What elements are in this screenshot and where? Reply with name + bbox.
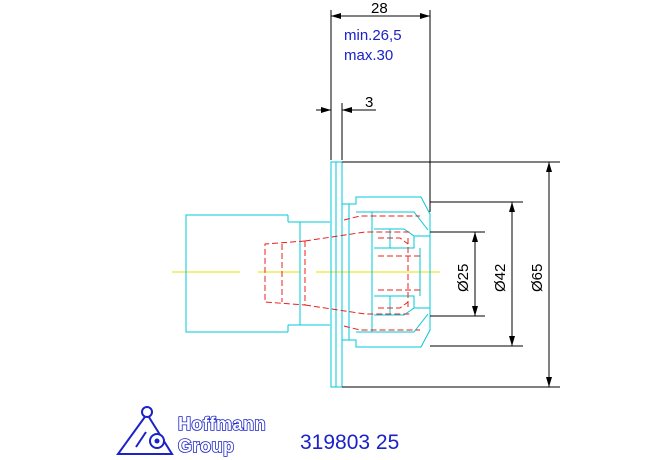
dimension-length-min: min.26,5 — [344, 27, 402, 44]
hidden-lines — [264, 215, 420, 331]
dimension-length-max: max.30 — [344, 47, 393, 64]
dimension-length-total: 28 — [371, 0, 388, 17]
dimension-arrows — [321, 13, 552, 387]
dimension-diameter-outer: Ø65 — [529, 264, 546, 292]
part-outline — [185, 161, 431, 388]
dimension-diameter-inner: Ø25 — [455, 264, 472, 292]
dimension-diameter-mid: Ø42 — [492, 264, 509, 292]
dimension-flange-offset: 3 — [365, 94, 373, 111]
logo-line1: Hoffmann — [178, 414, 266, 434]
part-number: 319803 25 — [300, 431, 399, 454]
hoffmann-group-logo-icon — [116, 406, 174, 455]
logo-line2: Group — [178, 436, 235, 456]
dimension-lines — [316, 10, 560, 388]
